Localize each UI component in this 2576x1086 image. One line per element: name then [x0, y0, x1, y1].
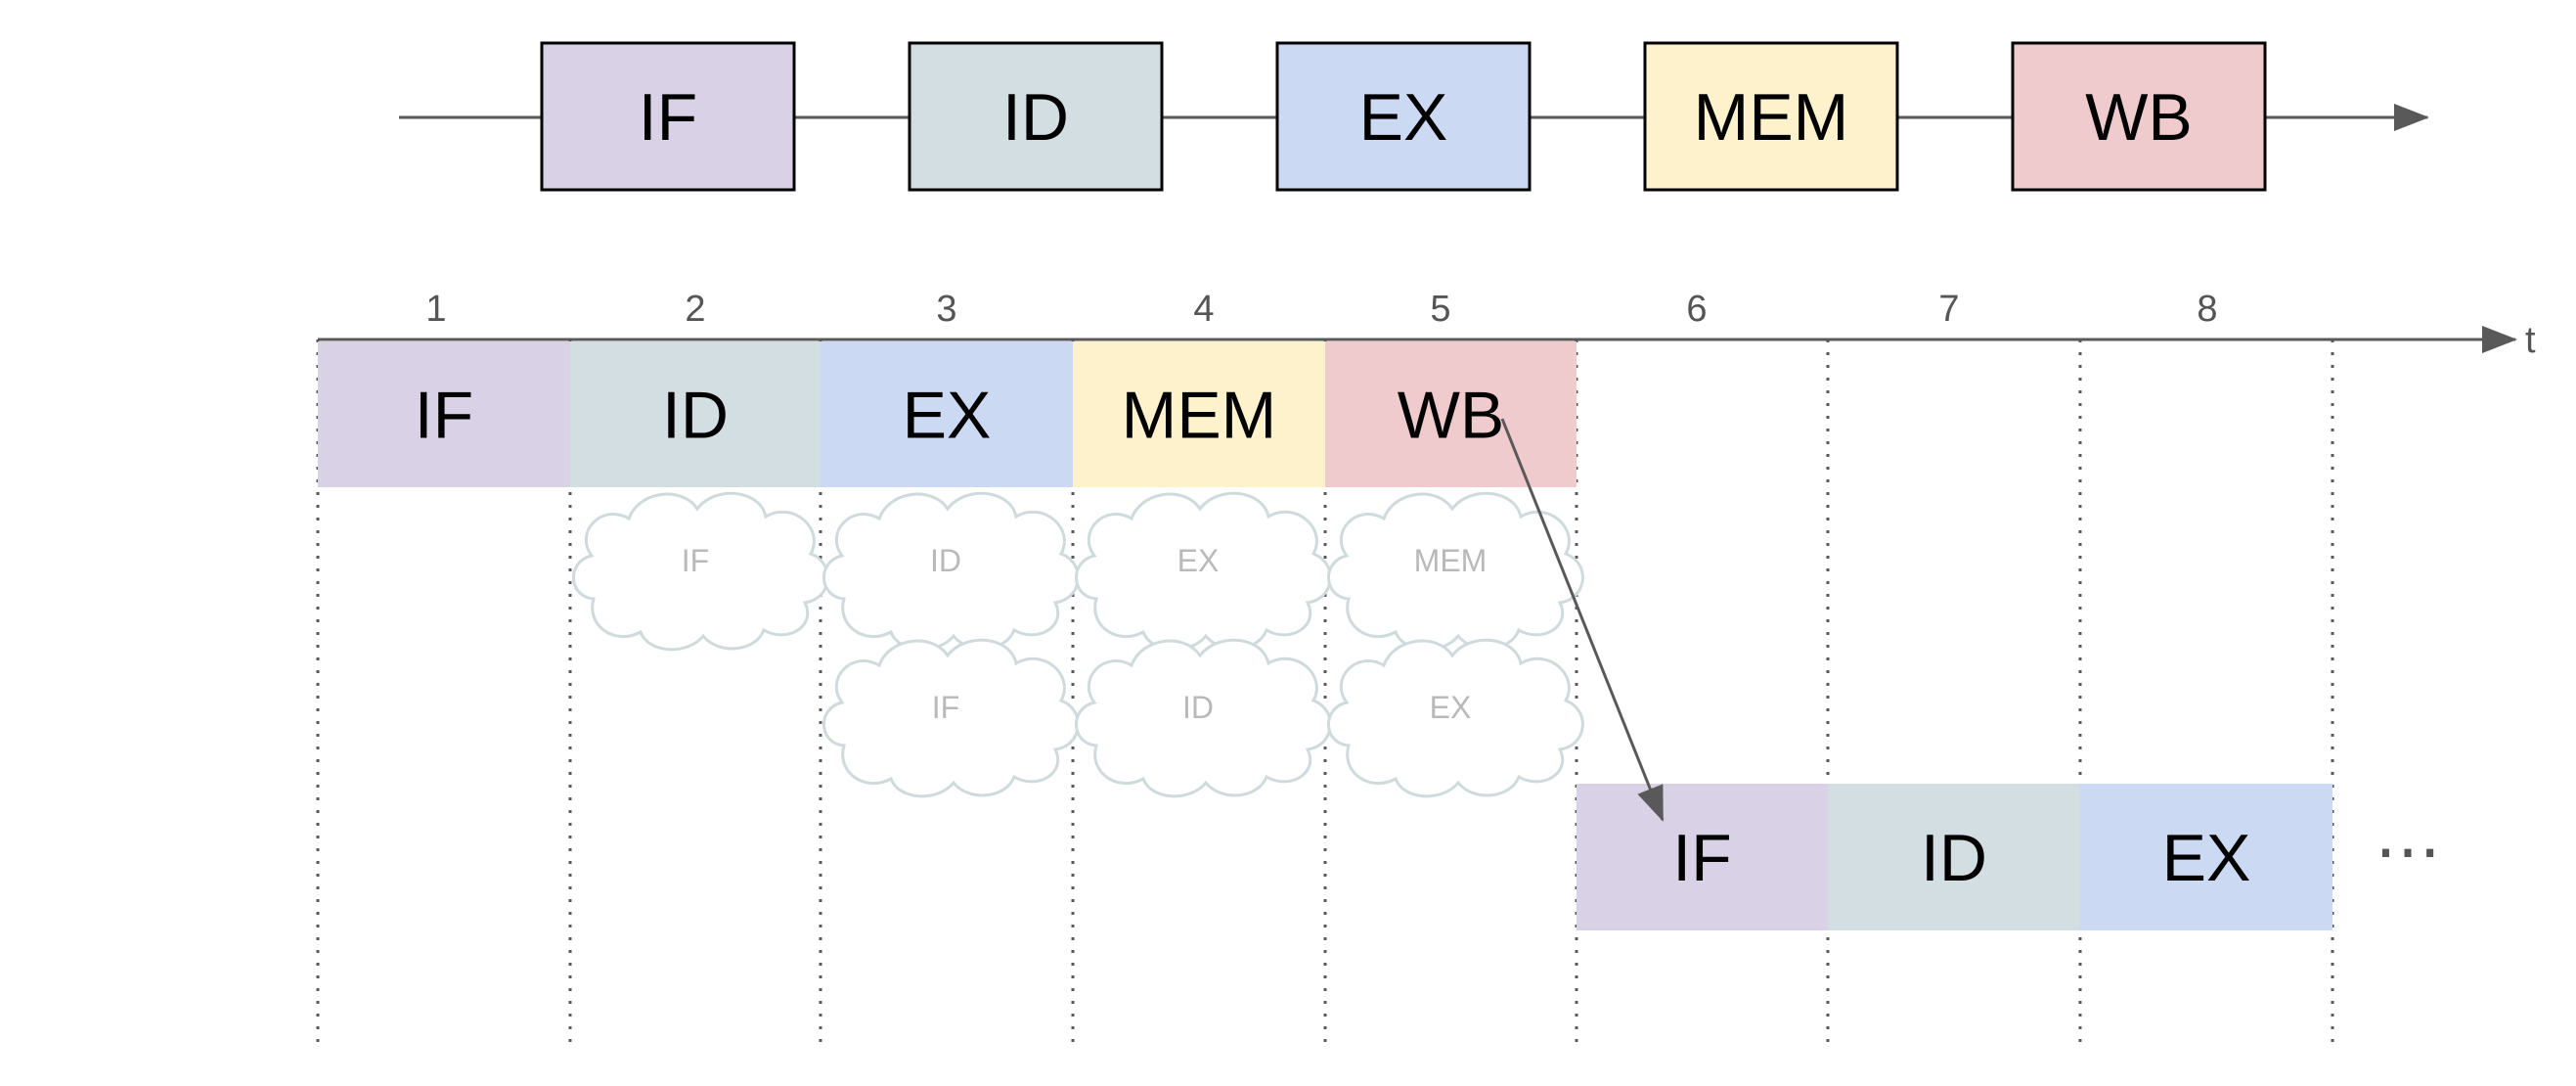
stage-cell-label: WB — [1398, 379, 1505, 453]
continuation-ellipsis: ⋯ — [2375, 814, 2441, 888]
ghost-stage-label: EX — [1430, 690, 1472, 725]
pipeline-stage-mem: MEM — [1643, 41, 1899, 192]
stage-cell-mem: MEM — [1073, 341, 1325, 487]
stage-cell-id: ID — [1828, 784, 2080, 930]
stage-cell-label: EX — [903, 379, 992, 453]
pipeline-stage-label: MEM — [1694, 80, 1849, 155]
ghost-stage-cloud: IF — [571, 491, 829, 652]
stage-cell-if: IF — [318, 341, 570, 487]
stage-cell-label: MEM — [1122, 379, 1277, 453]
cycle-tick-6: 6 — [1686, 289, 1707, 330]
ghost-stage-label: EX — [1177, 543, 1220, 578]
ghost-stage-label: ID — [930, 543, 961, 578]
first-instruction-row: IF ID EX MEM WB — [318, 341, 1577, 487]
second-instruction-row: IF ID EX — [1577, 784, 2332, 930]
pipeline-stage-wb: WB — [2011, 41, 2267, 192]
ghost-stage-label: IF — [682, 543, 709, 578]
pipeline-stage-ex: EX — [1275, 41, 1532, 192]
writeback-to-fetch-arrow — [1500, 418, 1665, 822]
pipeline-stage-label: EX — [1359, 80, 1448, 155]
timeline: t 1 2 3 4 5 6 7 8 — [316, 289, 2536, 1052]
stage-cell-ex: EX — [821, 341, 1073, 487]
stage-cell-fill — [1828, 784, 2080, 930]
stage-cell-if: IF — [1577, 784, 1828, 930]
ghost-stage-cloud: MEM — [1326, 491, 1584, 652]
cycle-tick-7: 7 — [1938, 289, 1959, 330]
pipeline-stage-label: WB — [2085, 80, 2193, 155]
cycle-tick-2: 2 — [685, 289, 705, 330]
cycle-tick-3: 3 — [936, 289, 956, 330]
ghost-stage-cloud: ID — [822, 491, 1080, 652]
pipeline-stage-if: IF — [540, 41, 796, 192]
pipeline-stage-id: ID — [908, 41, 1164, 192]
ghost-stage-cloud: EX — [1326, 638, 1584, 798]
pipeline-stage-box — [540, 41, 796, 192]
ghost-stage-cloud: ID — [1074, 638, 1332, 798]
stage-cell-label: EX — [2162, 821, 2251, 895]
stage-cell-fill — [821, 341, 1073, 487]
ghost-stage-cloud: EX — [1074, 491, 1332, 652]
stage-cell-label: ID — [1921, 821, 1987, 895]
pipeline-stage-label: IF — [639, 80, 697, 155]
stage-cell-fill — [1577, 784, 1828, 930]
time-axis-label: t — [2525, 320, 2536, 361]
overlapped-stage-clouds: IF ID EX MEM IF ID EX — [571, 491, 1584, 798]
pipeline-stage-box — [908, 41, 1164, 192]
cycle-boundaries — [316, 339, 2334, 1052]
stage-cell-fill — [2080, 784, 2332, 930]
stage-cell-fill — [1325, 341, 1577, 487]
stage-cell-label: IF — [415, 379, 473, 453]
pipeline-stage-label: ID — [1002, 80, 1069, 155]
ghost-stage-label: IF — [932, 690, 959, 725]
cycle-tick-5: 5 — [1430, 289, 1450, 330]
ghost-stage-label: MEM — [1414, 543, 1488, 578]
cycle-tick-labels: 1 2 3 4 5 6 7 8 — [425, 289, 2217, 330]
stage-cell-wb: WB — [1325, 341, 1577, 487]
pipeline-stage-box — [1643, 41, 1899, 192]
cycle-tick-8: 8 — [2197, 289, 2217, 330]
cycle-tick-4: 4 — [1193, 289, 1214, 330]
pipeline-stage-box — [1275, 41, 1532, 192]
stage-cell-label: IF — [1672, 821, 1731, 895]
pipeline-stages: IF ID EX MEM WB — [399, 41, 2429, 192]
stage-cell-id: ID — [570, 341, 821, 487]
stage-cell-fill — [570, 341, 821, 487]
ghost-stage-label: ID — [1182, 690, 1214, 725]
cycle-tick-1: 1 — [425, 289, 446, 330]
stage-cell-label: ID — [662, 379, 729, 453]
ghost-stage-cloud: IF — [822, 638, 1080, 798]
stage-cell-fill — [318, 341, 570, 487]
stage-cell-fill — [1073, 341, 1325, 487]
stage-cell-ex: EX — [2080, 784, 2332, 930]
pipeline-stage-box — [2011, 41, 2267, 192]
